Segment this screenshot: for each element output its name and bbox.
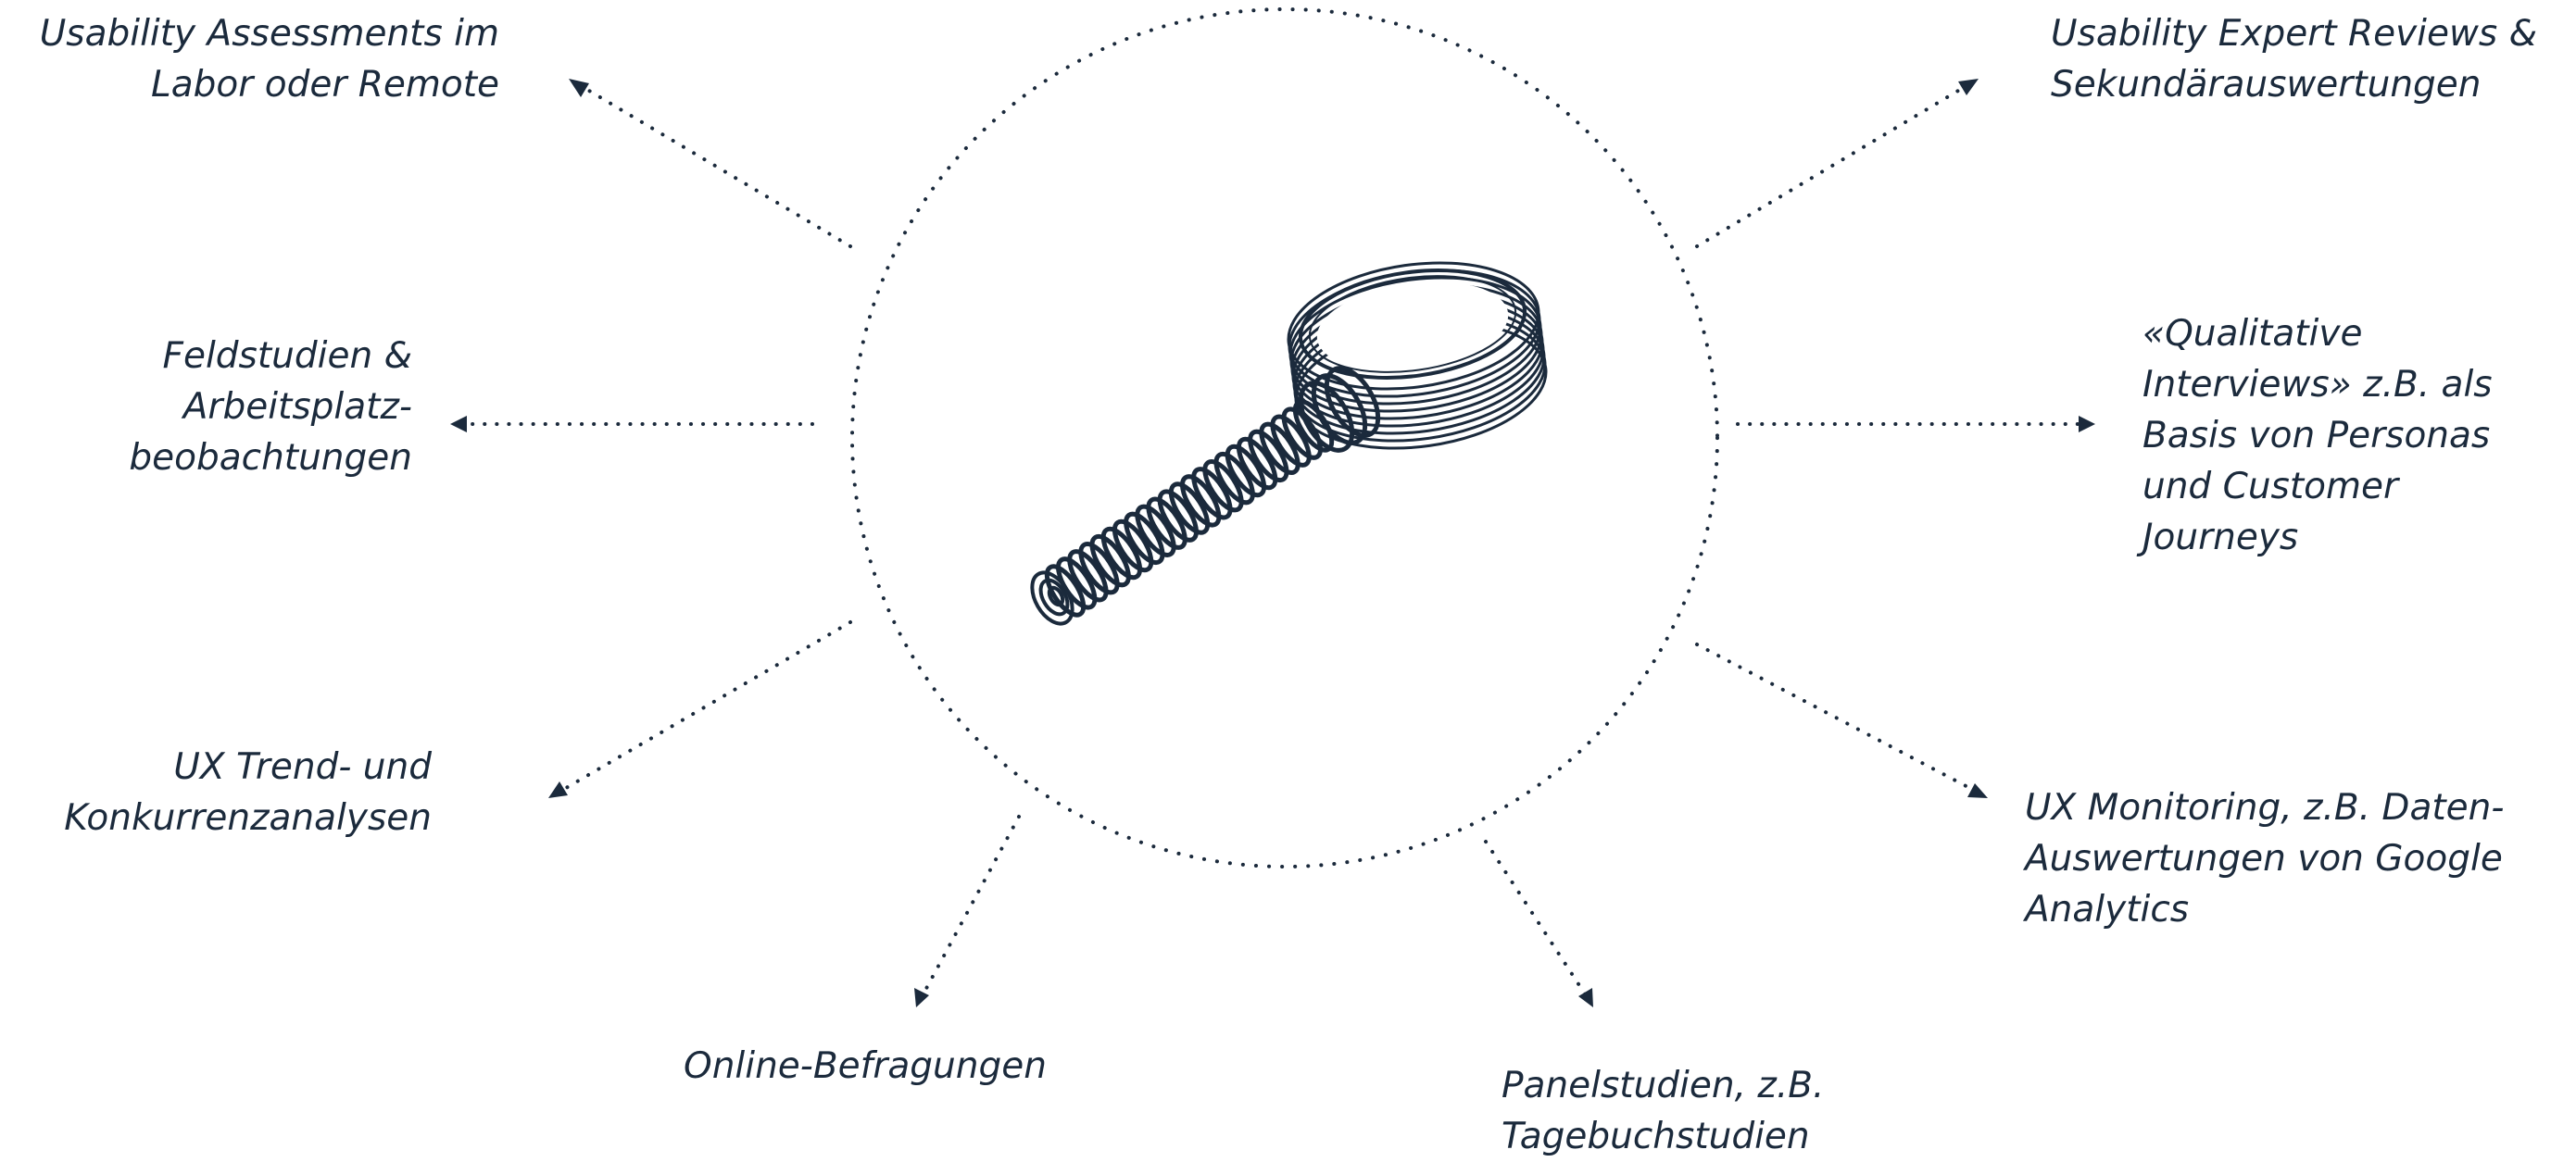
method-line: Analytics bbox=[2025, 889, 2190, 931]
handle-ring bbox=[1112, 519, 1154, 573]
method-qualitative-interviews: «Qualitative Interviews» z.B. als Basis … bbox=[2142, 308, 2493, 563]
arrowhead-trend-analyses bbox=[548, 781, 568, 798]
method-line: Interviews» z.B. als bbox=[2142, 364, 2493, 406]
arrow-usability-assessments bbox=[578, 83, 852, 248]
method-panel-studies: Panelstudien, z.B. Tagebuchstudien bbox=[1502, 1060, 1824, 1162]
method-line: Journeys bbox=[2142, 517, 2299, 558]
method-line: Arbeitsplatz- bbox=[182, 386, 412, 428]
arrowhead-panel-studies bbox=[1578, 988, 1593, 1007]
handle-ring bbox=[1248, 429, 1289, 483]
arrow-trend-analyses bbox=[559, 620, 852, 793]
dotted-circle bbox=[850, 7, 1719, 868]
handle-ring bbox=[1236, 436, 1278, 491]
arrowhead-usability-assessments bbox=[569, 79, 589, 97]
method-line: UX Trend- und bbox=[173, 746, 432, 788]
method-line: Usability Expert Reviews & bbox=[2051, 13, 2538, 55]
handle-ring bbox=[1124, 511, 1165, 566]
method-line: Usability Assessments im bbox=[39, 13, 499, 55]
method-line: UX Monitoring, z.B. Daten- bbox=[2025, 787, 2505, 829]
handle-ring bbox=[1078, 542, 1120, 595]
arrow-ux-monitoring bbox=[1695, 643, 1977, 793]
method-line: «Qualitative bbox=[2142, 313, 2363, 355]
method-line: beobachtungen bbox=[129, 437, 412, 479]
arrow-expert-reviews bbox=[1695, 83, 1969, 248]
method-online-surveys: Online-Befragungen bbox=[684, 1041, 1047, 1092]
arrowhead-expert-reviews bbox=[1958, 79, 1979, 95]
magnifying-glass-icon bbox=[1030, 261, 1548, 626]
method-line: Tagebuchstudien bbox=[1502, 1116, 1810, 1157]
handle-ring bbox=[1259, 421, 1301, 475]
handle-ring bbox=[1225, 444, 1267, 498]
method-line: Konkurrenzanalysen bbox=[64, 797, 432, 839]
arrowhead-ux-monitoring bbox=[1967, 783, 1988, 798]
handle-ring bbox=[1044, 564, 1087, 618]
arrowhead-field-studies bbox=[450, 416, 467, 432]
handle-ring bbox=[1168, 481, 1211, 535]
handle-ring bbox=[1180, 474, 1222, 528]
method-line: Online-Befragungen bbox=[684, 1045, 1047, 1087]
method-ux-monitoring: UX Monitoring, z.B. Daten- Auswertungen … bbox=[2025, 782, 2504, 935]
arrow-online-surveys bbox=[921, 815, 1021, 997]
method-line: Panelstudien, z.B. bbox=[1502, 1065, 1825, 1106]
method-line: Labor oder Remote bbox=[151, 64, 499, 106]
handle-ring bbox=[1089, 533, 1131, 588]
handle-ring bbox=[1157, 489, 1199, 543]
handle-ring bbox=[1146, 496, 1187, 550]
arrowhead-online-surveys bbox=[914, 988, 929, 1007]
handle-ring bbox=[1191, 467, 1233, 520]
arrow-panel-studies bbox=[1484, 840, 1588, 997]
handle-ring bbox=[1292, 399, 1335, 453]
handle-ring bbox=[1202, 459, 1244, 513]
method-usability-assessments: Usability Assessments im Labor oder Remo… bbox=[40, 8, 499, 110]
handle-ring bbox=[1135, 504, 1176, 557]
handle-ring bbox=[1213, 451, 1255, 506]
method-line: Sekundärauswertungen bbox=[2051, 64, 2482, 106]
handle-ring bbox=[1100, 526, 1143, 581]
method-expert-reviews: Usability Expert Reviews & Sekundärauswe… bbox=[2051, 8, 2537, 110]
method-line: Auswertungen von Google bbox=[2025, 838, 2503, 880]
handle-ring bbox=[1281, 406, 1323, 460]
handle-ring bbox=[1270, 414, 1312, 468]
handle-ring bbox=[1067, 549, 1109, 603]
method-field-studies: Feldstudien & Arbeitsplatz- beobachtunge… bbox=[129, 331, 412, 483]
arrowhead-qualitative-interviews bbox=[2079, 416, 2095, 432]
method-line: Feldstudien & bbox=[162, 335, 412, 377]
method-trend-analyses: UX Trend- und Konkurrenzanalysen bbox=[64, 742, 432, 843]
method-line: Basis von Personas bbox=[2142, 415, 2491, 456]
method-line: und Customer bbox=[2142, 466, 2399, 507]
